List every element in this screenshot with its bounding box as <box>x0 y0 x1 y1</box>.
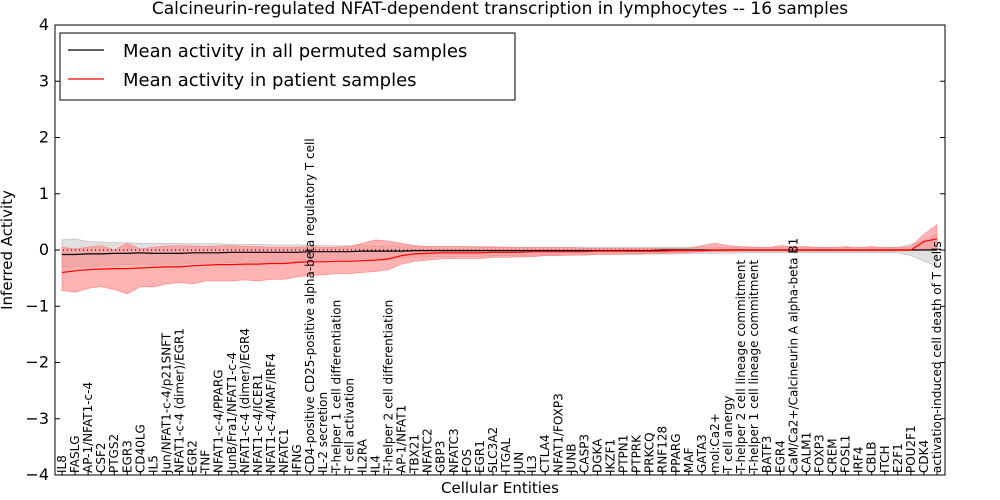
x-tick-label: PTPN1 <box>617 435 631 473</box>
x-tick-label: CSF2 <box>94 442 108 473</box>
x-tick-label: NFATC1 <box>277 428 291 473</box>
y-tick-label: −4 <box>25 465 49 484</box>
y-tick-label: 0 <box>39 240 49 259</box>
x-tick-label: PRKCQ <box>643 432 657 473</box>
x-tick-label: SLC3A2 <box>486 427 500 473</box>
legend-label-patient: Mean activity in patient samples <box>123 70 417 91</box>
x-tick-label: CASP3 <box>577 434 591 473</box>
x-tick-label: T cell activation <box>342 378 356 474</box>
x-tick-label: CTLA4 <box>538 434 552 473</box>
legend-label-permuted: Mean activity in all permuted samples <box>123 41 467 62</box>
x-tick-label: T cell anergy <box>721 396 735 474</box>
x-tick-label: IFNG <box>290 444 304 473</box>
x-tick-label: JUN <box>512 452 526 474</box>
x-tick-label: T-helper 1 cell differentiation <box>329 300 343 474</box>
x-tick-label: CREM <box>826 438 840 473</box>
x-tick-label: CaM/Ca2+/Calcineurin A alpha-beta B1 <box>786 238 800 473</box>
x-tick-label: NFAT1/FOXP3 <box>551 393 565 473</box>
x-tick-label: PTPRK <box>630 434 644 473</box>
x-tick-label: AP-1/NFAT1-c-4 <box>81 382 95 473</box>
legend: Mean activity in all permuted samples Me… <box>59 32 516 101</box>
x-tick-label: GBP3 <box>434 441 448 473</box>
x-tick-label: EGR4 <box>773 440 787 473</box>
x-tick-label: TNF <box>199 450 213 474</box>
x-tick-label: EGR2 <box>186 440 200 473</box>
x-tick-label: POU2F1 <box>904 425 918 473</box>
x-tick-label: IKZF1 <box>604 439 618 473</box>
y-tick-label: 1 <box>39 184 49 203</box>
x-tick-label: NFAT1-c-4 (dimer)/EGR1 <box>173 328 187 473</box>
x-tick-label: DGKA <box>590 438 604 473</box>
x-tick-label: IL8 <box>55 455 69 473</box>
x-tick-label: IL2RA <box>355 438 369 473</box>
x-tick-label: NFAT1-c-4/MAF/IRF4 <box>264 353 278 473</box>
x-tick-label: JUNB <box>564 443 578 474</box>
x-tick-label: NFATC2 <box>421 428 435 473</box>
x-tick-label: CDK4 <box>917 440 931 473</box>
x-tick-label: PPARG <box>669 433 683 473</box>
x-tick-label: IL-2 secretion <box>316 392 330 473</box>
y-tick-label: 4 <box>39 15 49 34</box>
y-tick-label: −3 <box>25 409 49 428</box>
x-tick-label: EGR3 <box>120 440 134 473</box>
x-tick-label: IL4 <box>368 455 382 473</box>
x-tick-label: BATF3 <box>760 436 774 473</box>
y-tick-label: 2 <box>39 128 49 147</box>
x-tick-label: T-helper 1 cell lineage commitment <box>747 260 761 474</box>
x-tick-label: CD4-positive CD25-positive alpha-beta re… <box>303 138 317 473</box>
x-tick-label: IL5 <box>146 455 160 473</box>
x-tick-label: FASLG <box>68 435 82 473</box>
y-tick-label: 3 <box>39 71 49 90</box>
series-line-1 <box>61 238 938 274</box>
chart-title: Calcineurin-regulated NFAT-dependent tra… <box>152 0 848 19</box>
y-axis-label: Inferred Activity <box>0 190 16 310</box>
x-tick-label: FOSL1 <box>839 435 853 473</box>
x-tick-label: CBLB <box>865 441 879 473</box>
y-tick-label: −2 <box>25 353 49 372</box>
legend-box <box>59 32 516 101</box>
x-tick-label: ITGAL <box>499 438 513 473</box>
x-tick-label: IL3 <box>525 455 539 473</box>
x-tick-label: NFAT1-c-4/ICER1 <box>251 374 265 473</box>
x-tick-label: NFATC3 <box>447 428 461 473</box>
x-tick-label: JunB/Fra1/NFAT1-c-4 <box>225 352 239 474</box>
x-tick-label: activation-induced cell death of T cells <box>930 241 944 473</box>
x-tick-label: AP-1/NFAT1 <box>395 405 409 473</box>
x-tick-label: GATA3 <box>695 434 709 473</box>
x-tick-label: E2F1 <box>891 443 905 473</box>
x-tick-label: FOXP3 <box>812 434 826 473</box>
x-tick-label: T-helper 2 cell differentiation <box>381 300 395 474</box>
x-tick-label: MAF <box>682 447 696 473</box>
y-tick-label: −1 <box>25 296 49 315</box>
x-axis-label: Cellular Entities <box>441 479 559 497</box>
x-tick-label: TBX21 <box>408 434 422 474</box>
x-tick-label: PTGS2 <box>107 434 121 473</box>
x-tick-label: CD40LG <box>133 424 147 473</box>
x-tick-label: CALM1 <box>799 432 813 473</box>
x-tick-label: IRF4 <box>852 447 866 473</box>
x-tick-label: NFAT1-c-4/PPARG <box>212 369 226 473</box>
x-tick-label: mol:Ca2+ <box>708 413 722 473</box>
x-tick-label: RNF128 <box>656 426 670 473</box>
x-tick-label: ITCH <box>878 445 892 473</box>
x-tick-label: NFAT1-c-4 (dimer)/EGR4 <box>238 328 252 473</box>
x-tick-label: EGR1 <box>473 440 487 473</box>
x-tick-label: T-helper 2 cell lineage commitment <box>734 260 748 474</box>
x-tick-label: FOS <box>460 449 474 473</box>
x-tick-label: Jun/NFAT1-c-4/p21SNFT <box>159 332 173 474</box>
